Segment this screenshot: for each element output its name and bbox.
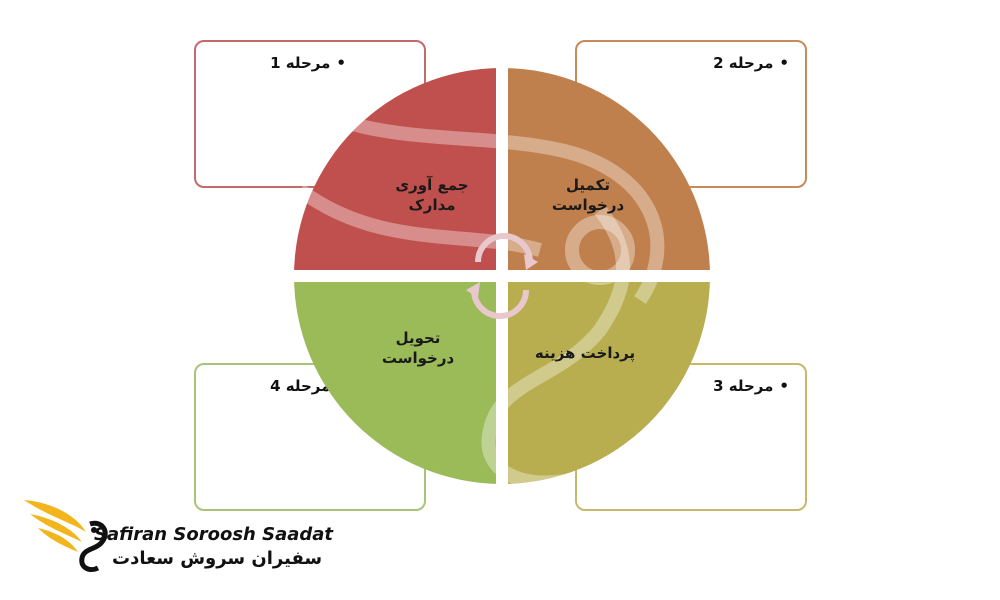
- arrow-head-icon: [466, 282, 480, 298]
- quadrant-3-text: پرداخت هزینه: [534, 344, 636, 362]
- step-1-label: مرحله 1: [270, 54, 331, 72]
- cycle-arrows-icon: [471, 233, 533, 319]
- step-3-label: مرحله 3: [713, 377, 774, 395]
- quadrant-1-text: جمع آوری مدارک: [395, 176, 469, 214]
- step-2-label: مرحله 2: [713, 54, 774, 72]
- bullet-icon: •: [779, 54, 789, 72]
- watermark-bird-icon: [275, 84, 665, 490]
- logo-persian-text: سفیران سروش سعادت: [112, 548, 323, 569]
- step-2-box: • مرحله 2: [575, 40, 807, 188]
- bullet-icon: •: [779, 377, 789, 395]
- bullet-icon: •: [336, 54, 346, 72]
- quadrant-4-text: تحویل درخواست: [381, 329, 455, 367]
- arrow-head-icon: [524, 254, 538, 270]
- bird-logo-icon: [24, 500, 108, 573]
- logo-english-text: Safiran Soroosh Saadat: [94, 524, 334, 545]
- company-logo: Safiran Soroosh Saadat سفیران سروش سعادت: [20, 492, 333, 582]
- step-4-label: مرحله 4: [270, 377, 331, 395]
- quadrant-4: [294, 282, 496, 484]
- quadrant-2-text: تکمیل درخواست: [551, 176, 625, 214]
